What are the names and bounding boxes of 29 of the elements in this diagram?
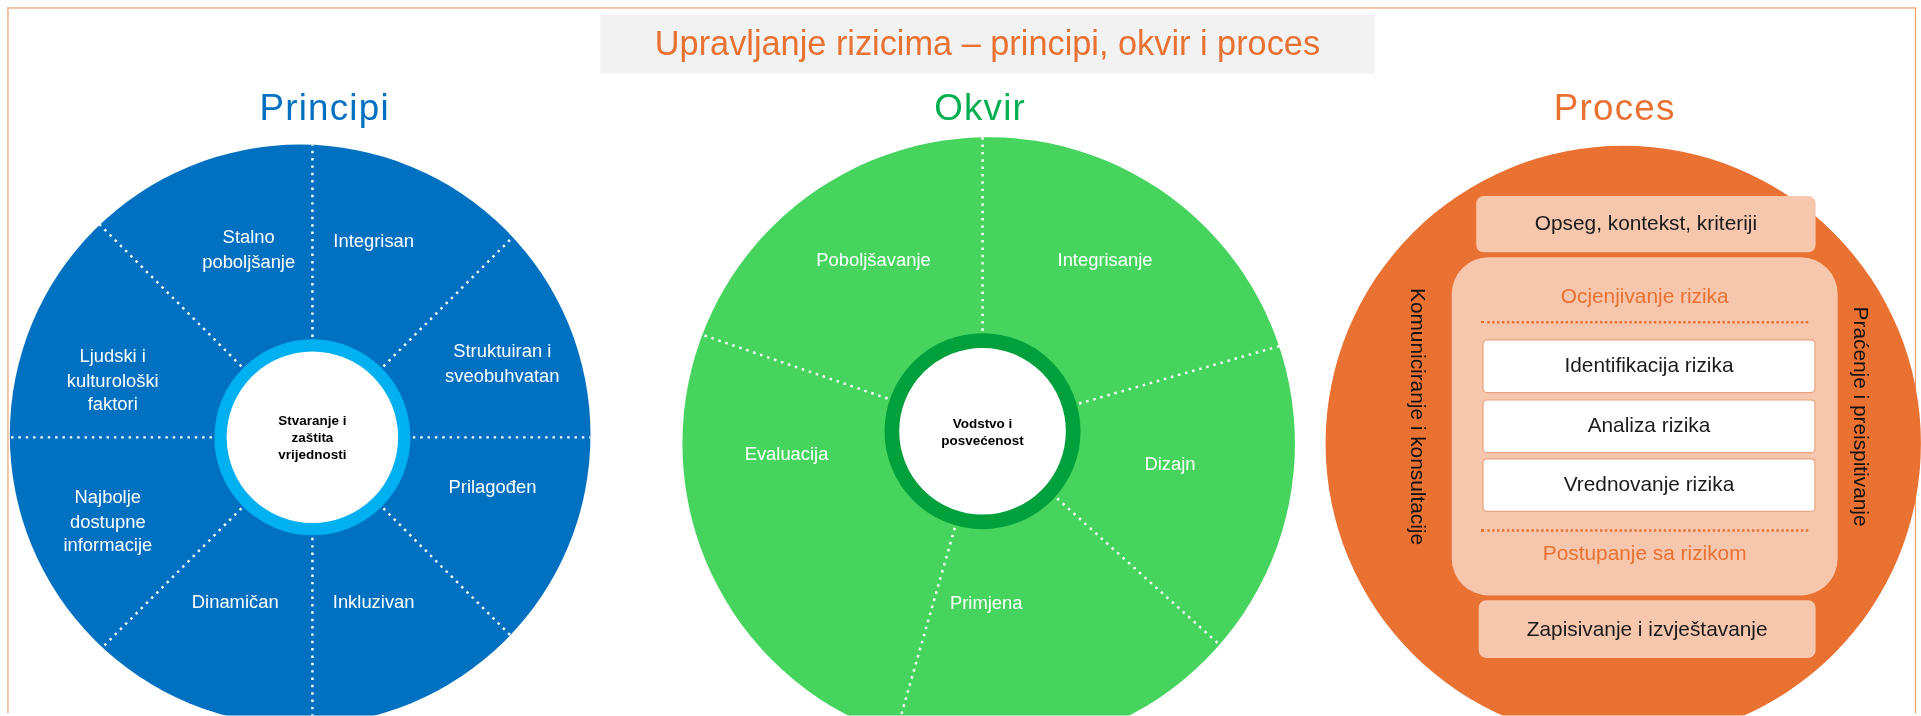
center-text: Vodstvo i posvećenost (940, 413, 1025, 449)
side-text: Komuniciranje i konsultacije (1405, 288, 1430, 546)
segment-label: Struktuiran i sveobuhvatan (434, 338, 570, 387)
segment-label: Inkluzivan (332, 589, 415, 614)
step-box: Identifikacija rizika (1482, 339, 1816, 394)
segment-label: Primjena (949, 590, 1023, 615)
segment-label: Prilagođen (448, 474, 537, 499)
segment-label: Poboljšavanje (816, 247, 931, 272)
section-heading: Ocjenjivanje rizika (1560, 284, 1729, 309)
center-text: Stvaranje i zaštita vrijednosti (277, 411, 348, 464)
segment-label: Najbolje dostupne informacije (49, 484, 166, 557)
step-box: Analiza rizika (1482, 399, 1816, 454)
segment-label: Stalno poboljšanje (181, 224, 317, 273)
segment-label: Dinamičan (191, 589, 279, 614)
circle-heading: Proces (1553, 87, 1676, 129)
circle-heading: Okvir (934, 87, 1026, 129)
section-heading: Postupanje sa rizikom (1542, 541, 1747, 566)
segment-label: Ljudski i kulturološki faktori (57, 343, 168, 416)
segment-label: Dizajn (1144, 451, 1196, 476)
process-box: Opseg, kontekst, kriteriji (1476, 196, 1816, 253)
process-panel (1451, 257, 1838, 596)
step-box: Vrednovanje rizika (1482, 458, 1816, 513)
circle-heading: Principi (259, 87, 390, 129)
process-box: Zapisivanje i izvještavanje (1478, 600, 1816, 658)
segment-label: Integrisan (333, 228, 414, 253)
title: Upravljanje rizicima – principi, okvir i proces (600, 14, 1375, 74)
segment-label: Evaluacija (744, 441, 829, 466)
side-text: Praćenje i preispitivanje (1847, 306, 1872, 527)
segment-label: Integrisanje (1057, 247, 1153, 272)
